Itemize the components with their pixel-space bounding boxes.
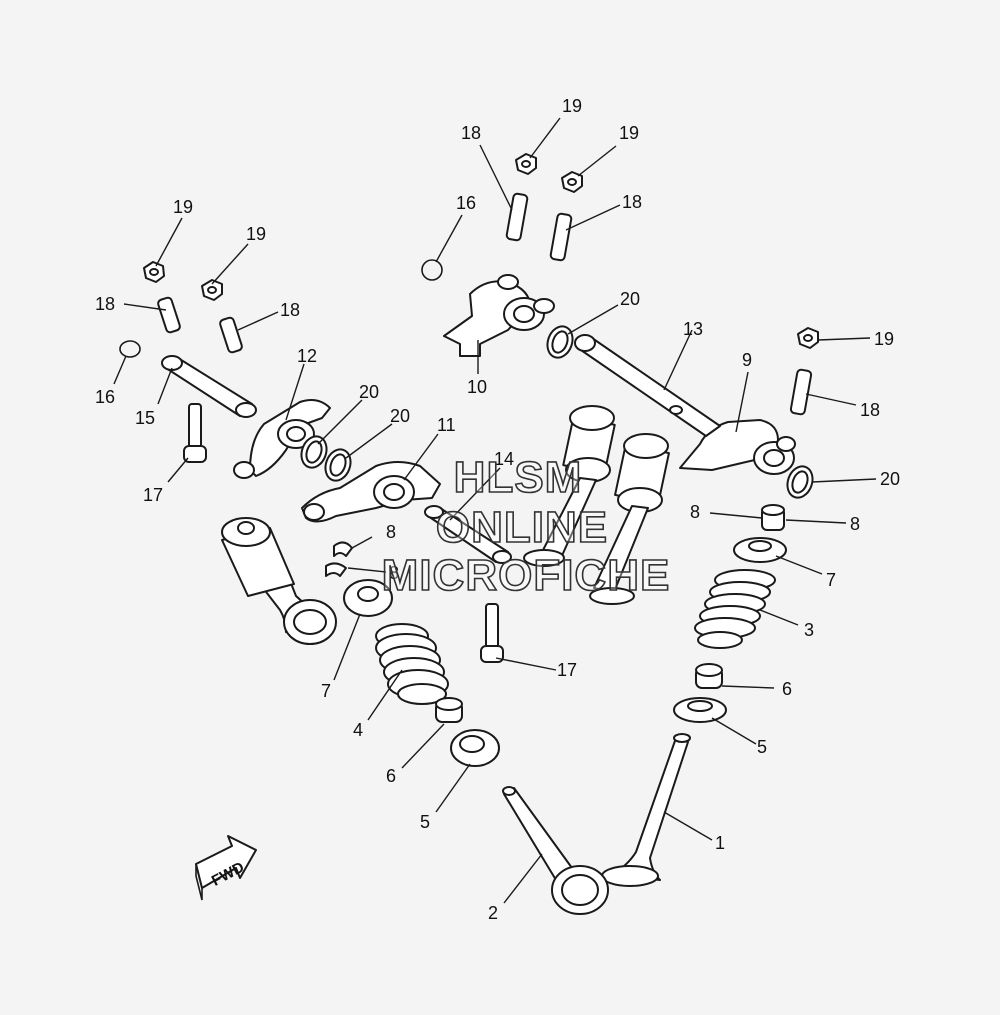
callout-6-right: 6 <box>782 679 792 699</box>
valve-assembly-left <box>221 517 337 645</box>
callout-11: 11 <box>437 415 456 435</box>
retainer-7-right <box>733 537 787 563</box>
callout-18-c: 18 <box>461 123 481 143</box>
callout-18-a: 18 <box>95 294 115 314</box>
callout-5-right: 5 <box>757 737 767 757</box>
callout-19-c: 19 <box>562 96 582 116</box>
callout-19-a: 19 <box>173 197 193 217</box>
bolt-17-left <box>183 403 207 463</box>
retainer-7-left <box>343 579 393 617</box>
callout-19-e: 19 <box>874 329 894 349</box>
gasket-20-b <box>324 448 352 482</box>
callout-16-left: 16 <box>95 387 115 407</box>
callout-8-c: 8 <box>690 502 700 522</box>
stud-18-b <box>219 316 243 354</box>
seal-5-left <box>450 729 500 767</box>
callout-20-c: 20 <box>620 289 640 309</box>
nut-19-d <box>561 171 583 193</box>
fwd-arrow: FWD <box>195 835 257 901</box>
spring-3 <box>694 569 776 649</box>
gasket-20-d <box>786 465 814 499</box>
seal-5-right <box>673 697 727 723</box>
stud-18-d <box>549 212 573 262</box>
valve-1 <box>601 733 691 887</box>
callout-14: 14 <box>494 449 514 469</box>
callout-8-d: 8 <box>850 514 860 534</box>
watermark-line-2: ONLINE <box>436 503 608 552</box>
bolt-17-center <box>480 603 504 663</box>
shaft-14 <box>424 505 512 564</box>
callout-18-e: 18 <box>860 400 880 420</box>
callout-4: 4 <box>353 720 363 740</box>
rocker-shaft-13 <box>574 334 721 437</box>
callout-12: 12 <box>297 346 317 366</box>
watermark-line-1: HLSM <box>454 453 583 502</box>
seal-6-left <box>435 697 463 723</box>
nut-19-c <box>515 153 537 175</box>
callout-1: 1 <box>715 833 725 853</box>
stud-18-c <box>505 192 529 242</box>
callout-7-right: 7 <box>826 570 836 590</box>
callout-15: 15 <box>135 408 155 428</box>
callout-8-b: 8 <box>389 563 399 583</box>
gasket-20-a <box>300 435 328 469</box>
o-ring-16-center <box>421 259 443 281</box>
callout-17-center: 17 <box>557 660 577 680</box>
stud-18-e <box>789 368 813 416</box>
rocker-shaft-15 <box>161 355 257 418</box>
callout-5-left: 5 <box>420 812 430 832</box>
rocker-arm-12 <box>233 399 331 479</box>
callout-numbers: 1 2 3 4 5 5 6 6 7 7 8 8 8 8 9 10 11 12 1… <box>95 96 900 923</box>
callout-16-center: 16 <box>456 193 476 213</box>
callout-19-d: 19 <box>619 123 639 143</box>
callout-18-b: 18 <box>280 300 300 320</box>
valve-assembly-center <box>523 405 670 605</box>
callout-2: 2 <box>488 903 498 923</box>
callout-18-d: 18 <box>622 192 642 212</box>
cotter-8-right <box>761 504 785 531</box>
spring-4 <box>375 623 449 705</box>
callout-20-a: 20 <box>359 382 379 402</box>
callout-10: 10 <box>467 377 487 397</box>
callout-13: 13 <box>683 319 703 339</box>
leader-lines <box>113 117 877 904</box>
o-ring-16-left <box>119 340 141 358</box>
callout-17-left: 17 <box>143 485 163 505</box>
seal-6-right <box>695 663 723 689</box>
watermark-line-3: MICROFICHE <box>382 551 671 600</box>
callout-7-left: 7 <box>321 681 331 701</box>
callout-20-b: 20 <box>390 406 410 426</box>
stud-18-a <box>157 296 181 334</box>
callout-3: 3 <box>804 620 814 640</box>
nut-19-b <box>201 279 223 301</box>
valve-2 <box>502 786 609 915</box>
callout-8-a: 8 <box>386 522 396 542</box>
watermark: HLSM ONLINE MICROFICHE <box>381 452 671 601</box>
gasket-20-c <box>546 325 574 359</box>
nut-19-e <box>797 327 819 349</box>
nut-19-a <box>143 261 165 283</box>
rocker-arm-10 <box>443 274 555 357</box>
callout-20-d: 20 <box>880 469 900 489</box>
callout-19-b: 19 <box>246 224 266 244</box>
rocker-arm-11 <box>301 461 441 523</box>
callout-6-left: 6 <box>386 766 396 786</box>
callout-9: 9 <box>742 350 752 370</box>
cotter-8-left <box>325 541 353 577</box>
